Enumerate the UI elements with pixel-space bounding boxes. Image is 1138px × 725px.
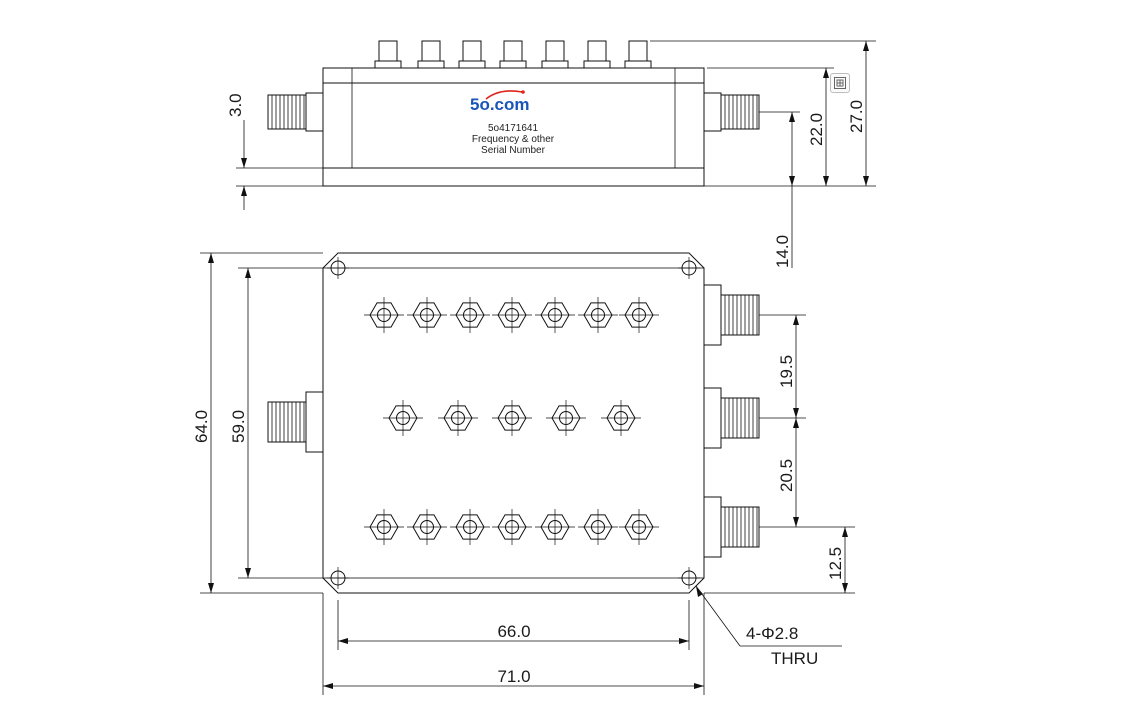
dim-66-0: 66.0 xyxy=(497,622,530,641)
tuning-screw-top-3 xyxy=(450,297,490,333)
side-post-3 xyxy=(458,40,486,69)
tuning-screw-bot-1 xyxy=(364,509,404,545)
side-view: 5o.com 5o4171641 Frequency & other Seria… xyxy=(226,40,876,268)
dim-20-5: 20.5 xyxy=(777,459,796,492)
dim-22-0: 22.0 xyxy=(807,113,826,146)
mounting-hole-3 xyxy=(327,567,349,589)
side-post-5 xyxy=(541,40,569,69)
tuning-screw-bot-3 xyxy=(450,509,490,545)
output-connector-3 xyxy=(703,496,760,558)
side-post-1 xyxy=(374,40,402,69)
tuning-screw-row-top xyxy=(364,297,659,333)
dim-14-0: 14.0 xyxy=(773,235,792,268)
output-connector-2 xyxy=(703,387,760,449)
output-connector-1 xyxy=(703,284,760,346)
side-tuning-posts xyxy=(374,40,652,69)
tuning-screw-top-1 xyxy=(364,297,404,333)
dim-64-0: 64.0 xyxy=(192,410,211,443)
tuning-screw-mid-1 xyxy=(383,400,423,436)
brand-logo-swoosh xyxy=(485,90,523,100)
mounting-hole-1 xyxy=(327,257,349,279)
part-number: 5o4171641 xyxy=(488,123,538,134)
side-post-6 xyxy=(583,40,611,69)
tuning-screw-top-2 xyxy=(407,297,447,333)
tuning-screw-bot-6 xyxy=(578,509,618,545)
side-post-7 xyxy=(624,40,652,69)
side-left-connector xyxy=(267,92,324,132)
tuning-screw-top-5 xyxy=(535,297,575,333)
top-view-connectors xyxy=(267,284,760,558)
tuning-screw-bot-4 xyxy=(492,509,532,545)
expand-icon[interactable] xyxy=(830,73,850,93)
brand-logo: 5o.com xyxy=(470,95,530,114)
input-connector xyxy=(267,391,324,453)
tuning-screw-mid-4 xyxy=(546,400,586,436)
mounting-hole-2 xyxy=(678,257,700,279)
hole-callout-thru: THRU xyxy=(771,649,818,668)
tuning-screw-mid-2 xyxy=(438,400,478,436)
dim-3-0: 3.0 xyxy=(226,93,245,117)
side-post-2 xyxy=(417,40,445,69)
tuning-screw-bot-2 xyxy=(407,509,447,545)
label-line-frequency: Frequency & other xyxy=(472,134,555,145)
tuning-screw-row-bottom xyxy=(364,509,659,545)
hole-callout: 4-Φ2.8 xyxy=(746,624,798,643)
tuning-screw-row-middle xyxy=(383,400,641,436)
product-label: 5o.com 5o4171641 Frequency & other Seria… xyxy=(470,90,555,156)
side-dimensions: 3.0 22.0 27.0 14.0 xyxy=(226,40,876,268)
dim-19-5: 19.5 xyxy=(777,355,796,388)
mounting-hole-4 xyxy=(678,567,700,589)
dim-12-5: 12.5 xyxy=(826,547,845,580)
tuning-screw-top-7 xyxy=(619,297,659,333)
tuning-screw-top-6 xyxy=(578,297,618,333)
tuning-screw-bot-5 xyxy=(535,509,575,545)
dim-27-0: 27.0 xyxy=(847,100,866,133)
side-post-4 xyxy=(499,40,527,69)
top-view: 64.0 59.0 19.5 20.5 12.5 xyxy=(192,252,855,695)
tuning-screw-mid-5 xyxy=(601,400,641,436)
dim-71-0: 71.0 xyxy=(497,667,530,686)
tuning-screw-bot-7 xyxy=(619,509,659,545)
dim-59-0: 59.0 xyxy=(229,410,248,443)
tuning-screw-top-4 xyxy=(492,297,532,333)
top-dimensions: 64.0 59.0 19.5 20.5 12.5 xyxy=(192,252,855,695)
label-line-serial: Serial Number xyxy=(481,145,546,156)
side-right-connector xyxy=(703,92,760,132)
tuning-screw-mid-3 xyxy=(492,400,532,436)
mounting-holes xyxy=(327,257,700,589)
